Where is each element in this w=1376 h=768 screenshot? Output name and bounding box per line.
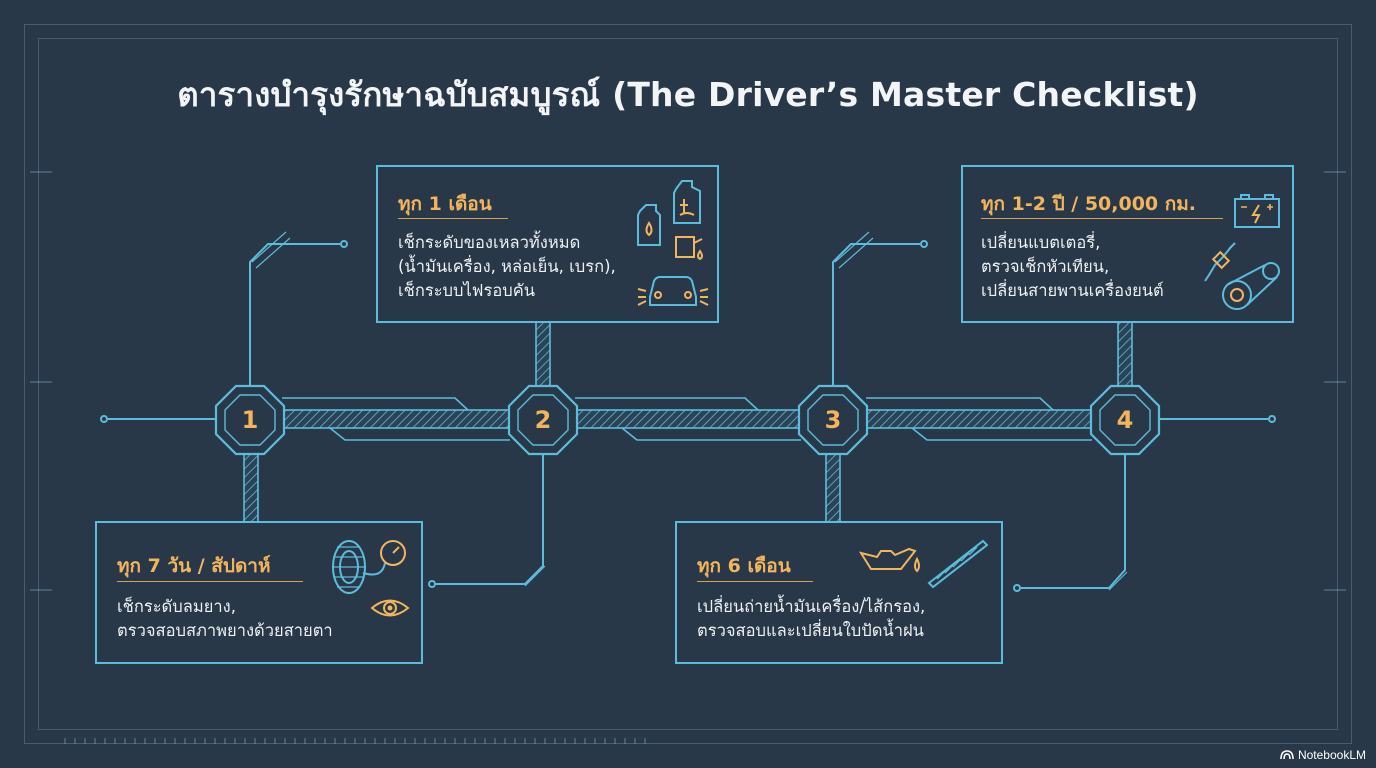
- card-weekly-heading: ทุก 7 วัน / สัปดาห์: [117, 555, 271, 577]
- card-yearly-line-1: เปลี่ยนแบตเตอรี่,: [981, 233, 1101, 252]
- card-six-months: ทุก 6 เดือน เปลี่ยนถ่ายน้ำมันเครื่อง/ไส้…: [675, 521, 1003, 664]
- card-weekly: ทุก 7 วัน / สัปดาห์ เช็กระดับลมยาง, ตรวจ…: [95, 521, 423, 664]
- card-weekly-underline: [117, 581, 303, 582]
- node-shapes: [214, 384, 1161, 456]
- card-monthly-line-3: เช็กระบบไฟรอบคัน: [398, 281, 536, 300]
- card-yearly-underline: [981, 218, 1223, 219]
- card-six-months-underline: [697, 581, 813, 582]
- fluid-bottle-icon: [637, 204, 661, 246]
- oil-can-icon: [858, 547, 920, 573]
- card-yearly-line-3: เปลี่ยนสายพานเครื่องยนต์: [981, 281, 1164, 300]
- card-yearly-heading: ทุก 1-2 ปี / 50,000 กม.: [981, 193, 1196, 215]
- page-title: ตารางบำรุงรักษาฉบับสมบูรณ์ (The Driver’s…: [177, 75, 1199, 114]
- wiper-blade-icon: [927, 539, 989, 589]
- card-six-months-line-2: ตรวจสอบและเปลี่ยนใบปัดน้ำฝน: [697, 621, 924, 640]
- battery-icon: [1234, 194, 1280, 228]
- card-monthly-heading: ทุก 1 เดือน: [398, 193, 492, 215]
- watermark-text: NotebookLM: [1297, 748, 1366, 762]
- card-yearly: ทุก 1-2 ปี / 50,000 กม. เปลี่ยนแบตเตอรี่…: [961, 165, 1294, 323]
- card-monthly-underline: [398, 218, 508, 219]
- spark-plug-icon: [1204, 242, 1236, 282]
- node-3-number: 3: [824, 406, 842, 434]
- card-monthly-line-1: เช็กระดับของเหลวทั้งหมด: [398, 233, 581, 252]
- card-weekly-line-1: เช็กระดับลมยาง,: [117, 597, 236, 616]
- oil-can-icon: [675, 236, 703, 261]
- card-monthly: ทุก 1 เดือน เช็กระดับของเหลวทั้งหมด (น้ำ…: [376, 165, 719, 323]
- outer-frame: [24, 24, 1352, 744]
- notebooklm-logo-icon: [1280, 750, 1294, 760]
- ruler-ticks: [30, 171, 1346, 744]
- card-six-months-line-1: เปลี่ยนถ่ายน้ำมันเครื่อง/ไส้กรอง,: [697, 597, 926, 616]
- car-headlights-icon: [637, 276, 709, 306]
- inner-frame: [38, 38, 1338, 730]
- coolant-icon: [673, 180, 701, 224]
- card-yearly-line-2: ตรวจเช็กหัวเทียน,: [981, 257, 1110, 276]
- node-1-number: 1: [241, 406, 259, 434]
- node-4-number: 4: [1116, 406, 1134, 434]
- card-six-months-heading: ทุก 6 เดือน: [697, 555, 791, 577]
- tire-gauge-icon: [332, 540, 406, 594]
- card-weekly-line-2: ตรวจสอบสภาพยางด้วยสายตา: [117, 621, 333, 640]
- card-monthly-line-2: (น้ำมันเครื่อง, หล่อเย็น, เบรก),: [398, 257, 616, 276]
- node-2-number: 2: [534, 406, 552, 434]
- belt-pulley-icon: [1222, 262, 1280, 310]
- watermark: NotebookLM: [1280, 748, 1366, 762]
- eye-icon: [370, 599, 410, 617]
